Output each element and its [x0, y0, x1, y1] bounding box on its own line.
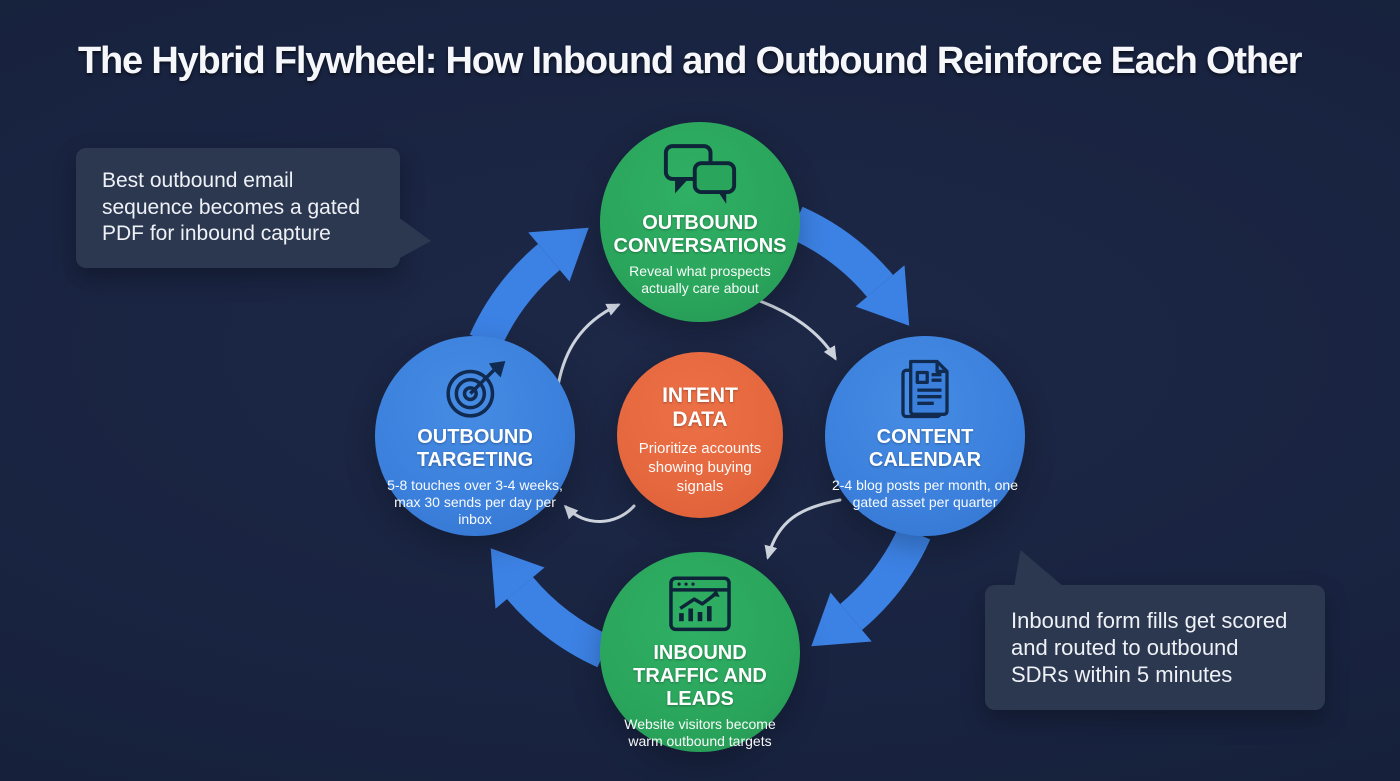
flywheel-arrows-group [469, 206, 931, 668]
node-outbound-targeting: OUTBOUND TARGETING 5-8 touches over 3-4 … [375, 336, 575, 536]
node-title: OUTBOUND CONVERSATIONS [613, 212, 787, 257]
callout-form-fills-routing: Inbound form fills get scored and routed… [985, 585, 1325, 710]
thin-arrow-bottom-to-left [563, 504, 636, 523]
arrow-right-to-bottom [811, 525, 931, 647]
node-subtitle: Prioritize accounts showing buying signa… [638, 440, 762, 495]
chat-bubbles-icon [658, 142, 742, 208]
arrow-bottom-to-left [490, 548, 612, 668]
callout-gated-pdf: Best outbound email sequence becomes a g… [76, 148, 400, 268]
analytics-browser-icon [664, 572, 736, 638]
node-title: INBOUND TRAFFIC AND LEADS [633, 642, 767, 710]
arrow-left-to-top [469, 227, 589, 349]
node-subtitle: 5-8 touches over 3-4 weeks, max 30 sends… [387, 477, 563, 527]
thin-arrows-group [556, 297, 842, 560]
node-intent-data: INTENT DATA Prioritize accounts showing … [617, 352, 783, 518]
node-subtitle: 2-4 blog posts per month, one gated asse… [831, 477, 1018, 510]
thin-arrow-top-to-right [752, 297, 837, 361]
node-subtitle: Website visitors become warm outbound ta… [624, 716, 776, 749]
callout-text: Inbound form fills get scored and routed… [1011, 608, 1288, 687]
node-subtitle: Reveal what prospects actually care abou… [629, 263, 771, 296]
target-icon [440, 356, 510, 422]
node-outbound-conversations: OUTBOUND CONVERSATIONS Reveal what prosp… [600, 122, 800, 322]
node-title: OUTBOUND TARGETING [416, 426, 534, 471]
node-inbound-traffic-and-leads: INBOUND TRAFFIC AND LEADS Website visito… [600, 552, 800, 752]
thin-arrow-left-to-top [556, 303, 621, 388]
callout-text: Best outbound email sequence becomes a g… [102, 169, 361, 246]
node-title: INTENT DATA [662, 384, 738, 431]
documents-icon [890, 356, 960, 422]
thin-arrow-right-to-bottom [764, 498, 842, 560]
page-title: The Hybrid Flywheel: How Inbound and Out… [78, 40, 1303, 82]
arrow-top-to-right [788, 206, 910, 326]
node-title: CONTENT CALENDAR [868, 426, 982, 471]
node-content-calendar: CONTENT CALENDAR 2-4 blog posts per mont… [825, 336, 1025, 536]
